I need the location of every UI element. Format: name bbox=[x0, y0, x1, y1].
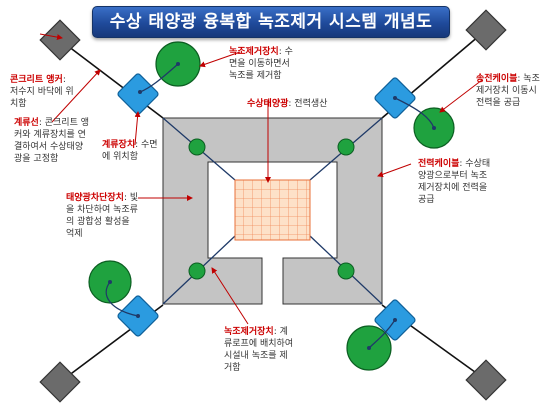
label-body: : 계류로프에 배치하여 시설내 녹조를 제거함 bbox=[224, 327, 294, 373]
label-head: 송전케이블 bbox=[476, 74, 518, 84]
concrete-anchors bbox=[39, 9, 507, 403]
label-head: 태양광차단장치 bbox=[66, 193, 124, 203]
label-body: : 빛을 차단하여 녹조류의 광합성 활성을 억제 bbox=[66, 193, 139, 239]
label-body: : 콘크리트 앵커와 계류장치를 연결하여서 수상태양광을 고정함 bbox=[14, 118, 89, 164]
label-head: 계류장치 bbox=[102, 140, 136, 150]
label-body: : 수면을 이동하면서 녹조를 제거함 bbox=[229, 47, 293, 81]
label-concrete-anchor: 콘크리트 앵커: 저수지 바닥에 위치함 bbox=[10, 74, 76, 110]
label-body: : 녹조제거장치 이동시 전력을 공급 bbox=[476, 74, 540, 108]
leader-arrows bbox=[39, 33, 483, 325]
label-algae-removal-top: 녹조제거장치: 수면을 이동하면서 녹조를 제거함 bbox=[229, 46, 295, 82]
diagram-title: 수상 태양광 융복합 녹조제거 시스템 개념도 bbox=[92, 6, 450, 38]
label-body: : 수면에 위치함 bbox=[102, 140, 158, 162]
label-mooring-device: 계류장치: 수면에 위치함 bbox=[102, 139, 162, 163]
floating-pv-panel bbox=[234, 179, 311, 241]
label-head: 계류선 bbox=[14, 118, 39, 128]
label-power-cable-top: 송전케이블: 녹조제거장치 이동시 전력을 공급 bbox=[476, 73, 542, 109]
power-cables bbox=[105, 63, 435, 349]
label-head: 녹조제거장치 bbox=[229, 47, 279, 57]
label-shading-device: 태양광차단장치: 빛을 차단하여 녹조류의 광합성 활성을 억제 bbox=[66, 192, 140, 240]
label-body: : 수상태양광으로부터 녹조제거장치에 전력을 공급 bbox=[418, 159, 491, 205]
label-power-cable-right: 전력케이블: 수상태양광으로부터 녹조제거장치에 전력을 공급 bbox=[418, 158, 492, 206]
label-head: 녹조제거장치 bbox=[224, 327, 274, 337]
label-body: : 전력생산 bbox=[288, 99, 328, 109]
label-mooring-line: 계류선: 콘크리트 앵커와 계류장치를 연결하여서 수상태양광을 고정함 bbox=[14, 117, 90, 165]
label-head: 콘크리트 앵커 bbox=[10, 75, 63, 85]
label-floating-pv: 수상태양광: 전력생산 bbox=[247, 98, 359, 110]
label-head: 수상태양광 bbox=[247, 99, 289, 109]
label-head: 전력케이블 bbox=[418, 159, 460, 169]
label-algae-removal-bottom: 녹조제거장치: 계류로프에 배치하여 시설내 녹조를 제거함 bbox=[224, 326, 294, 374]
label-body: : 저수지 바닥에 위치함 bbox=[10, 75, 74, 109]
frame-algae-units bbox=[188, 138, 355, 280]
